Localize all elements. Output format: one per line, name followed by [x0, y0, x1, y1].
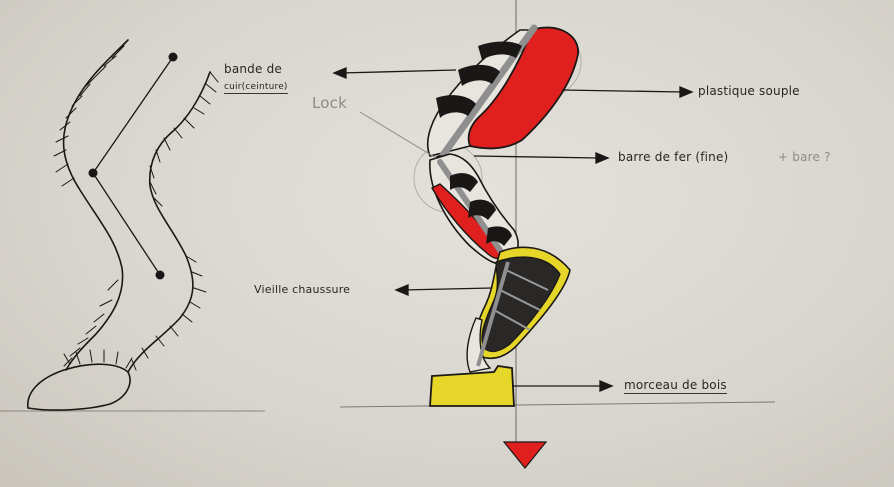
knee-joint-dot	[88, 168, 98, 178]
hair-tufts-lower-front	[63, 279, 119, 367]
lock-leader-line	[359, 111, 437, 159]
fetlock-hair	[63, 349, 133, 369]
joint-skeleton	[88, 52, 178, 280]
arrow-bande-line	[339, 69, 457, 74]
hair-tufts-back	[149, 71, 219, 207]
arrow-chaussure-line	[401, 287, 493, 291]
strap-4	[450, 173, 478, 192]
label-barre-extra: + bare ?	[778, 150, 831, 164]
callout-arrows	[332, 67, 694, 392]
strap-1	[478, 41, 522, 60]
label-vieille-chaussure: Vieille chaussure	[254, 283, 351, 296]
label-morceau-de-bois: morceau de bois	[624, 378, 727, 394]
morceau-de-bois-block	[429, 365, 515, 407]
label-bande-de: bande de	[224, 62, 282, 76]
arrow-barre-line	[473, 155, 601, 159]
arrow-bande-head	[332, 67, 347, 79]
hoof-outline	[27, 363, 131, 411]
hair-tufts-lower-back	[131, 255, 207, 371]
lower-straps	[450, 173, 512, 246]
red-arrow-marker	[502, 441, 548, 469]
arrow-plastique-head	[679, 86, 694, 98]
arrow-bois-head	[599, 380, 614, 392]
strap-2	[458, 64, 500, 86]
arrow-chaussure-head	[394, 284, 409, 296]
label-lock: Lock	[312, 94, 348, 112]
hip-joint-dot	[168, 52, 178, 62]
strap-6	[486, 226, 512, 246]
upper-straps	[436, 41, 522, 118]
skeleton-line	[92, 56, 174, 276]
leg-front-contour	[62, 39, 129, 371]
label-barre-de-fer: barre de fer (fine)	[618, 150, 729, 164]
arrow-plastique-line	[561, 89, 685, 93]
arrow-barre-head	[595, 152, 610, 164]
label-cuir: cuir(ceinture)	[224, 82, 288, 94]
hock-joint-dot	[155, 270, 165, 280]
hair-tufts-front	[53, 39, 129, 187]
leg-back-contour	[127, 71, 211, 373]
shoe-laces	[493, 269, 549, 331]
ground-line-right	[339, 401, 776, 408]
natural-leg-sketch	[27, 39, 219, 411]
label-plastique-souple: plastique souple	[698, 84, 800, 98]
shank-rod	[476, 261, 510, 367]
heel-shell	[466, 317, 492, 373]
prosthesis	[413, 24, 582, 407]
strap-5	[468, 199, 496, 220]
strap-3	[436, 95, 476, 118]
